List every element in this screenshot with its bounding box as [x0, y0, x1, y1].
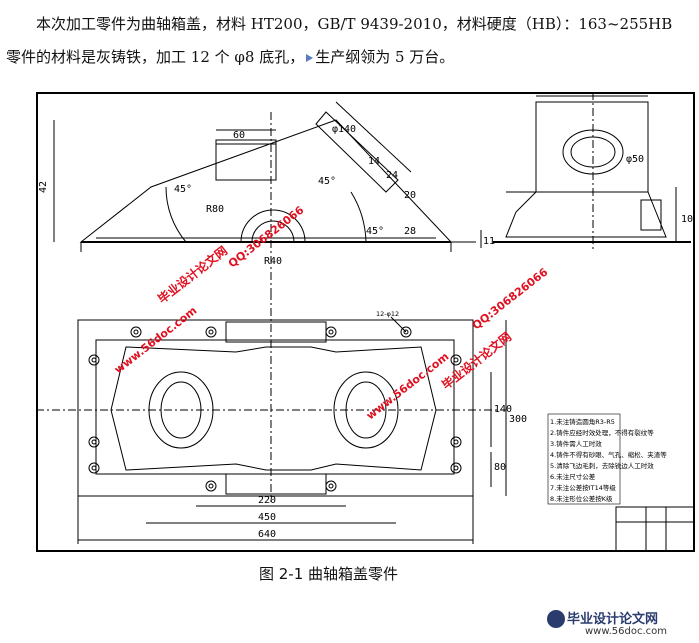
dim-phi50: φ50 — [626, 154, 644, 165]
watermark-qq-2: QQ:306826066 — [470, 265, 551, 332]
note-8: 8.未注形位公差按K级 — [550, 494, 613, 503]
dim-28: 28 — [404, 226, 416, 237]
dim-angle-left: 45° — [174, 184, 192, 195]
front-view — [53, 101, 482, 292]
note-6: 6.未注尺寸公差 — [550, 472, 596, 481]
intro-line-2: 零件的材料是灰铸铁，加工 12 个 φ8 底孔， 生产纲领为 5 万台。 — [6, 47, 454, 67]
dim-r80: R80 — [206, 204, 224, 215]
note-2: 2.铸件应经时效处理，不得有裂纹等 — [550, 428, 654, 437]
dim-640: 640 — [258, 529, 276, 540]
top-view — [36, 292, 507, 544]
figure-caption: 图 2-1 曲轴箱盖零件 — [259, 565, 399, 583]
title-block — [615, 506, 695, 552]
bolt-holes — [88, 326, 462, 492]
note-3: 3.铸件需人工时效 — [550, 439, 602, 448]
dim-14: 14 — [368, 156, 380, 167]
intro-line-1: 本次加工零件为曲轴箱盖，材料 HT200，GB/T 9439-2010，材料硬度… — [36, 15, 673, 33]
dim-phi140: φ140 — [332, 124, 356, 135]
dim-80: 80 — [494, 462, 506, 473]
text-cursor-icon — [306, 54, 314, 62]
dim-140: 140 — [494, 404, 512, 415]
logo-mark-icon — [547, 610, 565, 628]
dim-11: 11 — [483, 236, 495, 247]
side-view — [493, 92, 691, 252]
drawing-frame — [36, 92, 695, 552]
logo-url: www.56doc.com — [585, 626, 668, 637]
intro-line-2a: 零件的材料是灰铸铁，加工 12 个 φ8 底孔， — [6, 48, 305, 66]
dim-450: 450 — [258, 512, 276, 523]
dim-24: 24 — [386, 170, 398, 181]
dim-side-10: 10 — [681, 214, 693, 225]
intro-line-2b: 生产纲领为 5 万台。 — [315, 48, 455, 66]
note-7: 7.未注公差按IT14等级 — [550, 483, 616, 492]
dim-angle-bottom: 45° — [366, 226, 384, 237]
note-1: 1.未注铸造圆角R3-R5 — [550, 417, 615, 426]
dim-42: 42 — [38, 181, 49, 193]
dim-128: 128 — [581, 92, 599, 97]
dim-220: 220 — [258, 495, 276, 506]
dim-r40: R40 — [264, 256, 282, 267]
dim-angle-right: 45° — [318, 176, 336, 187]
note-4: 4.铸件不得有砂眼、气孔、缩松、夹渣等 — [550, 450, 667, 459]
dim-20: 20 — [404, 190, 416, 201]
dim-12-phi12: 12-φ12 — [376, 310, 399, 318]
dim-300: 300 — [509, 414, 527, 425]
dim-60: 60 — [233, 130, 245, 141]
dimension-labels: φ140 60 42 45° 45° 45° R80 R40 14 24 20 … — [38, 92, 693, 540]
technical-notes: 1.未注铸造圆角R3-R5 2.铸件应经时效处理，不得有裂纹等 3.铸件需人工时… — [550, 417, 667, 503]
part-drawing: φ140 60 42 45° 45° 45° R80 R40 14 24 20 … — [36, 92, 695, 552]
watermark-title-1: 毕业设计论文网 — [155, 243, 230, 307]
site-logo: 毕业设计论文网 www.56doc.com — [545, 606, 695, 640]
logo-title: 毕业设计论文网 — [567, 612, 659, 627]
note-5: 5.清除飞边毛刺，去除锐边人工时效 — [550, 461, 654, 470]
